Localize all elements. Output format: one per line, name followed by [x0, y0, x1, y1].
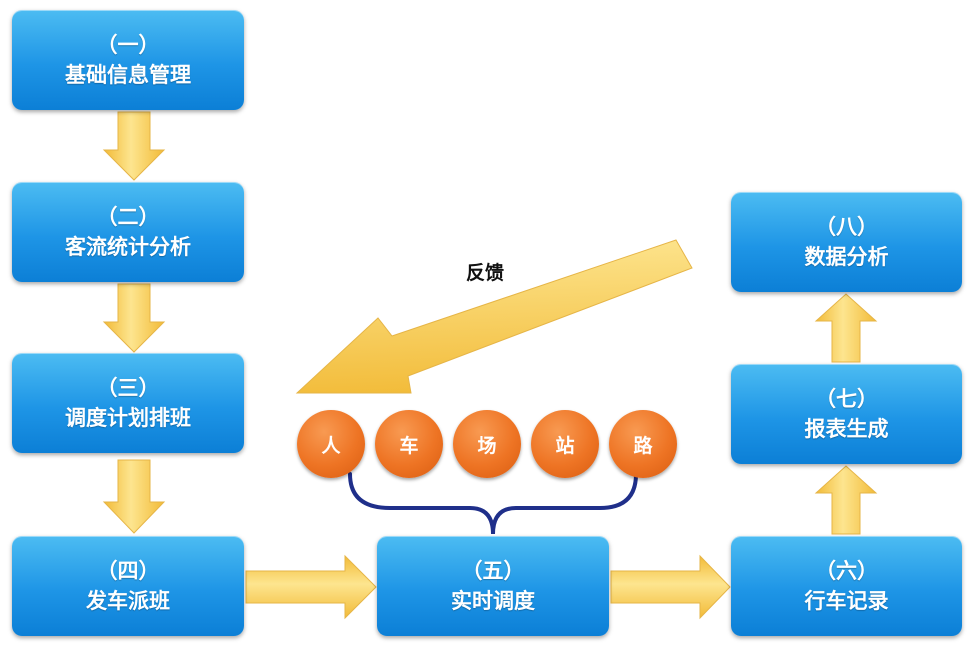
step-basic-info-management[interactable]: （一） 基础信息管理: [12, 10, 244, 110]
factor-bracket: [348, 472, 638, 535]
arrow-5-to-6: [610, 554, 731, 620]
arrow-2-to-3: [102, 283, 166, 353]
step-number: （八）: [815, 215, 878, 239]
factor-station: 站: [531, 410, 599, 478]
arrow-6-to-7: [814, 465, 878, 535]
arrow-1-to-2: [102, 111, 166, 181]
step-report-generation[interactable]: （七） 报表生成: [731, 364, 962, 464]
step-title: 基础信息管理: [65, 63, 191, 87]
factor-vehicle: 车: [375, 410, 443, 478]
step-number: （三）: [96, 376, 160, 400]
step-driving-record[interactable]: （六） 行车记录: [731, 536, 962, 636]
step-number: （一）: [96, 33, 160, 57]
arrow-7-to-8: [814, 293, 878, 363]
step-title: 调度计划排班: [65, 406, 191, 430]
step-title: 数据分析: [804, 245, 889, 269]
factor-road: 路: [609, 410, 677, 478]
arrow-3-to-4: [102, 459, 166, 534]
step-data-analysis[interactable]: （八） 数据分析: [731, 192, 962, 292]
step-passenger-flow-analysis[interactable]: （二） 客流统计分析: [12, 182, 244, 282]
step-departure-dispatch[interactable]: （四） 发车派班: [12, 536, 244, 636]
step-number: （四）: [96, 559, 160, 583]
feedback-arrow: [295, 239, 693, 394]
step-title: 客流统计分析: [65, 235, 191, 259]
step-number: （五）: [461, 559, 525, 583]
feedback-label: 反馈: [465, 262, 504, 284]
step-realtime-dispatch[interactable]: （五） 实时调度: [377, 536, 609, 636]
arrow-4-to-5: [245, 554, 377, 620]
factor-person: 人: [297, 410, 365, 478]
step-title: 行车记录: [804, 589, 889, 613]
step-title: 实时调度: [451, 589, 535, 613]
step-title: 报表生成: [804, 417, 889, 441]
step-title: 发车派班: [86, 589, 170, 613]
step-number: （六）: [815, 559, 878, 583]
factor-yard: 场: [453, 410, 521, 478]
step-number: （七）: [815, 387, 878, 411]
step-dispatch-scheduling[interactable]: （三） 调度计划排班: [12, 353, 244, 453]
step-number: （二）: [96, 205, 160, 229]
